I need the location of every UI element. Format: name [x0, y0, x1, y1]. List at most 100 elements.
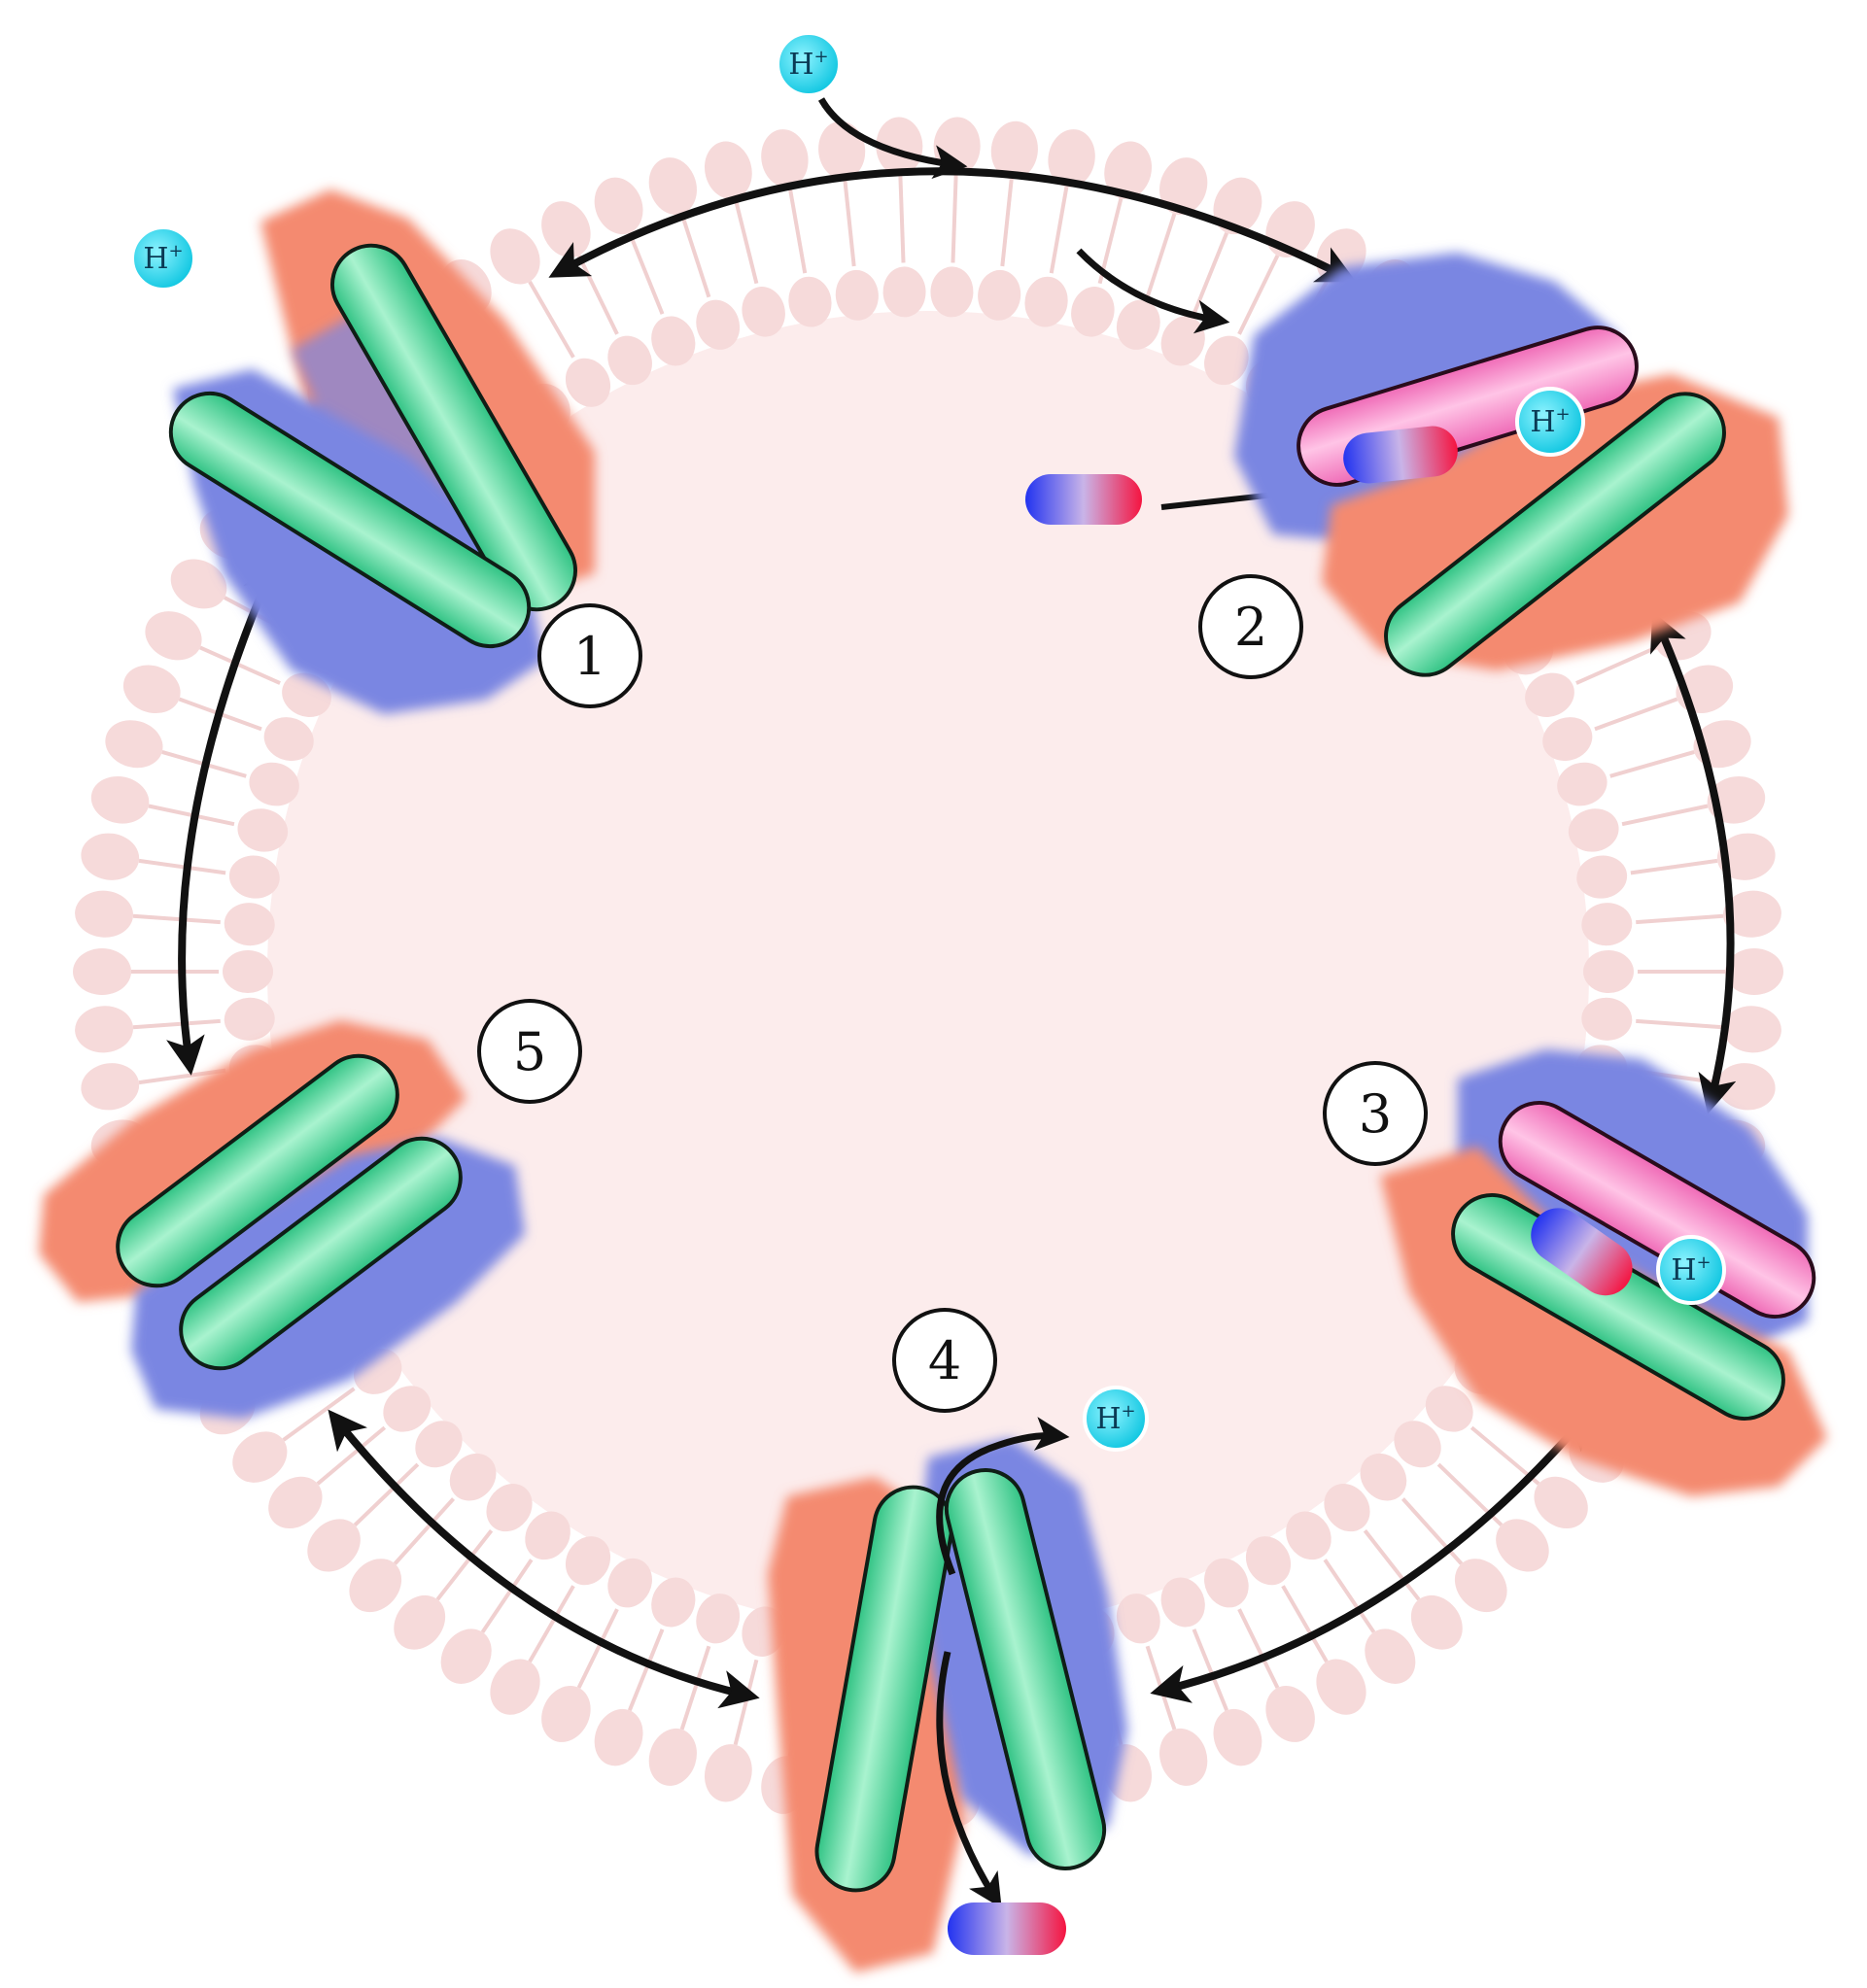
lipid-head — [651, 316, 696, 366]
lipid-tail — [627, 231, 665, 315]
cycle-arrows — [166, 167, 1737, 1709]
lipid-head — [930, 266, 974, 318]
svg-text:H+: H+ — [1530, 404, 1570, 439]
lipid-head — [876, 117, 923, 176]
helix-green — [944, 1468, 1107, 1870]
lipid-head — [145, 611, 202, 661]
substrate-bound — [1531, 1208, 1633, 1296]
lipid-head — [1159, 157, 1208, 216]
lipid-head — [1159, 1728, 1208, 1786]
svg-text:3: 3 — [1359, 1083, 1392, 1145]
lipid-head — [1568, 808, 1619, 852]
lipid-head — [105, 720, 163, 769]
arrow-4-to-5 — [328, 1409, 760, 1709]
lipid-head — [761, 129, 809, 188]
step-badge-5: 5 — [477, 999, 582, 1104]
svg-text:4: 4 — [928, 1330, 961, 1391]
lipid-head — [1048, 129, 1095, 188]
lipid-head — [1557, 762, 1608, 806]
proton-entry-arrow — [817, 97, 968, 180]
lipid-head — [648, 1728, 697, 1786]
lipid-tail — [282, 1387, 356, 1442]
lipid-head — [594, 1708, 643, 1766]
lipid-tail — [787, 187, 808, 274]
lipid-tail — [951, 175, 958, 263]
lipid-head — [1525, 672, 1574, 717]
svg-text:H+: H+ — [1095, 1401, 1135, 1436]
lipid-head — [1071, 287, 1115, 337]
lipid-head — [90, 775, 150, 824]
lipid-tail — [1192, 231, 1229, 315]
lipid-head — [704, 1744, 752, 1802]
lipid-head — [1213, 177, 1262, 235]
substrate-release-arrow — [936, 1651, 1002, 1908]
lipid-head — [1581, 903, 1633, 946]
lipid-tail — [1621, 804, 1709, 827]
svg-text:2: 2 — [1234, 597, 1267, 658]
lipid-head — [607, 335, 652, 386]
lipid-head — [835, 269, 879, 321]
lipid-head — [788, 276, 832, 327]
arrow-3-to-4 — [1150, 1409, 1592, 1703]
helix-green — [116, 1053, 399, 1288]
lipid-head — [541, 1686, 591, 1742]
lipid-head — [1576, 855, 1628, 899]
helix-green — [330, 243, 577, 612]
lipid-head — [268, 1476, 323, 1529]
lipid-head — [1265, 1686, 1315, 1742]
svg-text:H+: H+ — [788, 47, 828, 82]
lipid-head — [1542, 717, 1593, 762]
lipid-tail — [1636, 1018, 1724, 1030]
lipid-head — [1725, 948, 1783, 995]
lipid-head — [490, 228, 540, 285]
lipid-tail — [1594, 697, 1678, 732]
lipid-tail — [138, 858, 226, 875]
lipid-tail — [843, 179, 856, 267]
lipid-head — [648, 157, 697, 216]
lipid-head — [978, 269, 1021, 321]
lipid-head — [1204, 335, 1249, 386]
lipid-head — [1581, 997, 1633, 1041]
lipid-tail — [679, 213, 711, 298]
lipid-tail — [1000, 179, 1014, 267]
lipid-head — [232, 1431, 288, 1483]
transporter-state-1 — [168, 189, 595, 714]
substrate-released — [948, 1902, 1066, 1955]
helix-green — [168, 391, 532, 649]
lipid-head — [696, 299, 741, 350]
lipid-head — [1116, 299, 1160, 350]
substrate-bound — [1343, 426, 1458, 484]
lipid-tail — [576, 255, 619, 335]
lipid-head — [594, 177, 643, 235]
lipid-head — [882, 266, 926, 318]
lipid-head — [1265, 201, 1315, 257]
helix-green — [814, 1485, 954, 1893]
lipid-head — [81, 833, 140, 880]
lipid-head — [75, 890, 134, 938]
lipid-tail — [733, 197, 759, 285]
lipid-head — [122, 665, 181, 714]
lipid-tail — [1049, 187, 1069, 274]
lipid-tail — [1575, 645, 1657, 685]
proton-release-arrow — [936, 1417, 1070, 1576]
lipid-head — [1316, 1659, 1366, 1715]
lipid-head — [223, 950, 273, 993]
lipid-tail — [1609, 750, 1695, 778]
lipid-tail — [132, 913, 221, 925]
proton-inward-arrow — [1076, 248, 1230, 334]
lipid-head — [282, 672, 331, 717]
step-badge-1: 1 — [537, 603, 642, 708]
lipid-head — [1722, 1006, 1781, 1053]
proton-ion-released: H+ — [1083, 1386, 1149, 1452]
proton-ion-top: H+ — [776, 31, 842, 97]
lipid-tail — [898, 175, 906, 263]
lipid-tail — [1636, 913, 1724, 925]
lipid-tail — [1630, 858, 1718, 875]
lipid-head — [490, 1659, 540, 1715]
lipid-tail — [1237, 1608, 1280, 1689]
transporter-state-5 — [39, 1020, 525, 1419]
lipid-head — [81, 1063, 140, 1111]
arrow-5-to-1 — [166, 558, 280, 1076]
lipid-head — [742, 287, 785, 337]
proton-ion-state-3: H+ — [1656, 1235, 1726, 1305]
